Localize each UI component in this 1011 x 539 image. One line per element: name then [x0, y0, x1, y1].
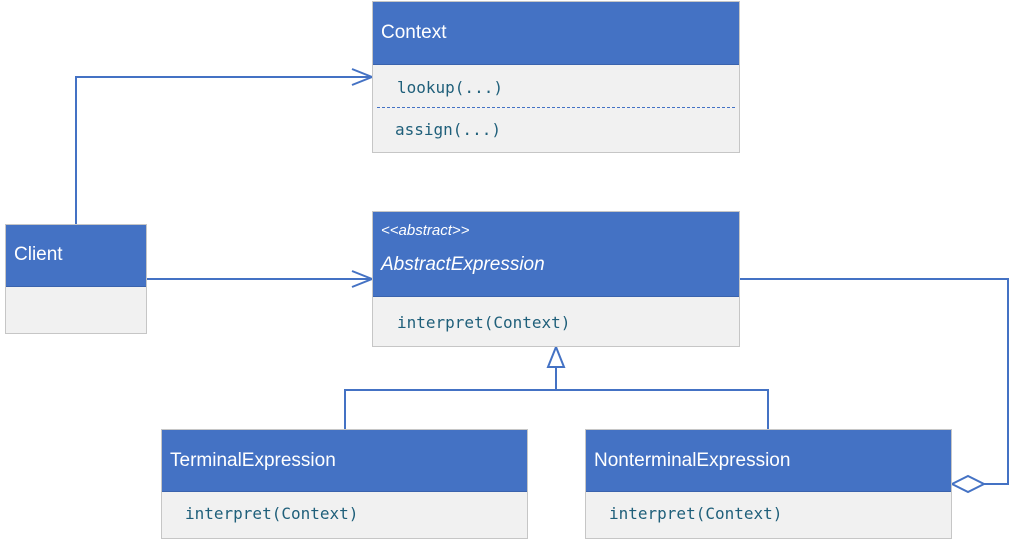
- nonterminal-expression-class: NonterminalExpression interpret(Context): [585, 429, 952, 539]
- terminal-expression-name: TerminalExpression: [170, 450, 336, 471]
- terminal-expression-header: TerminalExpression: [162, 430, 527, 492]
- aggregation-line: [740, 278, 1009, 485]
- client-class-header: Client: [6, 225, 146, 287]
- abstract-expression-name: AbstractExpression: [381, 254, 545, 275]
- context-class: Context lookup(...) assign(...): [372, 1, 740, 153]
- client-class: Client: [5, 224, 147, 334]
- context-class-name: Context: [381, 22, 447, 43]
- terminal-generalization-line: [344, 389, 556, 429]
- context-operation-separator: [377, 107, 735, 108]
- abstract-expression-class: <<abstract>> AbstractExpression interpre…: [372, 211, 740, 347]
- abstract-expression-header: <<abstract>> AbstractExpression: [373, 212, 739, 297]
- nonterminal-generalization-line: [556, 389, 769, 429]
- client-class-name: Client: [14, 244, 63, 265]
- context-operation-lookup: lookup(...): [397, 78, 503, 97]
- aggregation-diamond-icon: [949, 474, 987, 494]
- context-operation-assign: assign(...): [395, 120, 501, 139]
- context-class-header: Context: [373, 2, 739, 65]
- nonterminal-expression-name: NonterminalExpression: [594, 450, 791, 471]
- nonterminal-expression-operation: interpret(Context): [609, 504, 783, 523]
- inheritance-triangle-icon: [546, 344, 566, 368]
- abstract-expression-operation: interpret(Context): [397, 313, 571, 332]
- client-to-context-association: [75, 76, 372, 224]
- nonterminal-expression-header: NonterminalExpression: [586, 430, 951, 492]
- abstract-stereotype: <<abstract>>: [381, 222, 470, 239]
- terminal-expression-class: TerminalExpression interpret(Context): [161, 429, 528, 539]
- terminal-expression-operation: interpret(Context): [185, 504, 359, 523]
